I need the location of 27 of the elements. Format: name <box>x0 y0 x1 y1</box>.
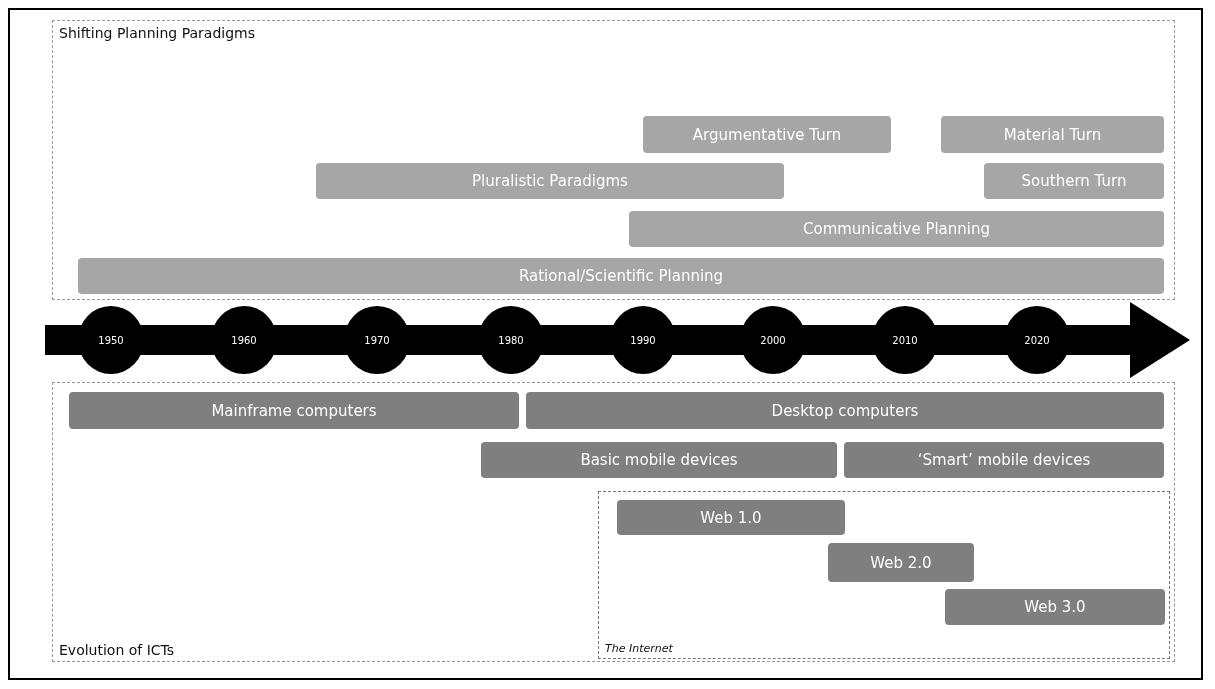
year-marker: 2010 <box>872 306 938 374</box>
timeline-bar: Desktop computers <box>526 392 1164 429</box>
timeline-bar: Web 2.0 <box>828 543 974 582</box>
timeline-bar: Argumentative Turn <box>643 116 891 153</box>
group-title: Shifting Planning Paradigms <box>59 25 255 41</box>
year-marker: 1990 <box>610 306 676 374</box>
group-frame <box>52 20 1175 300</box>
year-marker: 1980 <box>478 306 544 374</box>
timeline-bar: Web 1.0 <box>617 500 845 535</box>
timeline-bar: ‘Smart’ mobile devices <box>844 442 1164 478</box>
year-marker: 2020 <box>1004 306 1070 374</box>
group-frame <box>52 382 1175 662</box>
timeline-bar: Web 3.0 <box>945 589 1165 625</box>
timeline-bar: Mainframe computers <box>69 392 519 429</box>
timeline-bar: Southern Turn <box>984 163 1164 199</box>
timeline-bar: Communicative Planning <box>629 211 1164 247</box>
year-marker: 1960 <box>211 306 277 374</box>
group-title: Evolution of ICTs <box>59 642 175 658</box>
group-title: The Internet <box>605 642 673 655</box>
timeline-bar: Material Turn <box>941 116 1164 153</box>
year-marker: 1970 <box>344 306 410 374</box>
year-marker: 1950 <box>78 306 144 374</box>
timeline-bar: Rational/Scientific Planning <box>78 258 1164 294</box>
timeline-bar: Basic mobile devices <box>481 442 837 478</box>
timeline-bar: Pluralistic Paradigms <box>316 163 784 199</box>
group-frame <box>598 491 1170 659</box>
year-marker: 2000 <box>740 306 806 374</box>
